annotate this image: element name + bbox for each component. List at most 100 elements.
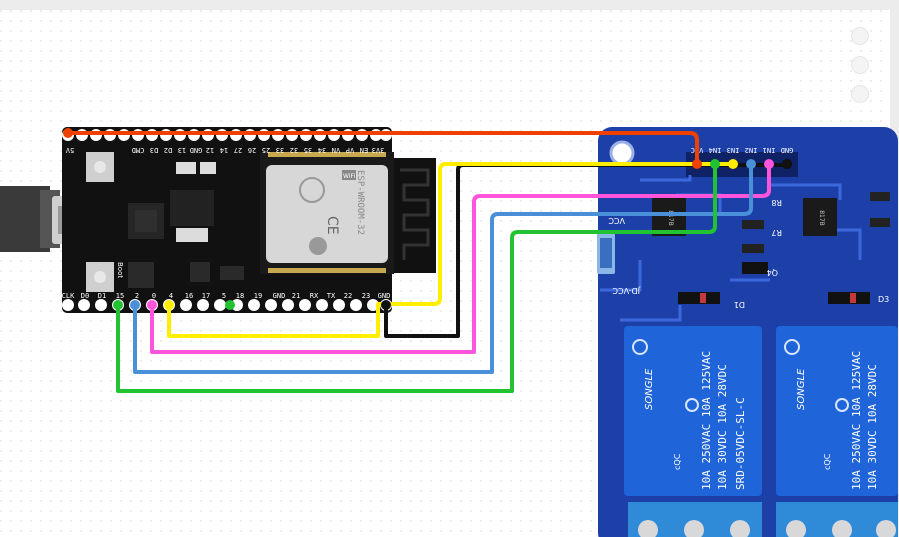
esp-bottom-pin-label: 22 [344,292,352,300]
esp-top-pin-label: 27 [234,146,242,154]
esp-top-pin-label: D3 [150,146,158,154]
wifi-logo: WiFi [343,173,355,180]
wire-in1[interactable] [167,162,735,338]
diode-1 [678,292,720,304]
esp-bottom-pin-label: CLK [62,292,75,300]
esp-top-pin-label: 5V [65,146,74,154]
esp-shield-can [266,165,388,263]
esp-top-pin-label: 3V3 [372,146,385,154]
esp32-devkit[interactable]: ESP-WROOM-32 WiFi CE Boot [0,127,436,313]
esp-top-pin-label: 34 [318,146,326,154]
wire-in4[interactable] [116,162,717,393]
relay-pin-label-in4: IN4 [709,146,722,154]
mount-hole [609,140,635,166]
esp-top-pin-label: CMD [132,146,145,154]
esp-top-pin-label: 25 [262,146,270,154]
resistor-r7 [742,244,764,253]
esp-top-pin-label: VP [346,146,354,154]
voltage-regulator [170,190,214,226]
wire-endpoint[interactable] [746,159,756,169]
label-r7: R7 [771,228,782,237]
esp-bottom-pin-label: 18 [236,292,244,300]
esp-bottom-pin-label: 23 [362,292,370,300]
esp-bottom-pin-label: RX [310,292,319,300]
wire-endpoint[interactable] [164,300,174,310]
wire-endpoint[interactable] [130,300,140,310]
wire-endpoint[interactable] [710,159,720,169]
wire-endpoint[interactable] [63,128,73,138]
wire-in3[interactable] [133,162,753,374]
esp-bottom-pin-label: 5 [222,292,226,300]
esp-bottom-pin-label: GND [273,292,286,300]
module-label: ESP-WROOM-32 [355,170,365,235]
esp-top-pin-label: EN [360,146,368,154]
en-button[interactable] [86,152,114,182]
relay-1-brand: SONGLE [644,368,655,410]
relay-1-rating-1: 10A 250VAC 10A 125VAC [700,351,713,490]
esp-bottom-pin-label: 0 [152,292,156,300]
esp-bottom-pin-label: D0 [81,292,89,300]
esp-top-pin-label: 32 [290,146,298,154]
relay-1-rating-2: 10A 30VDC 10A 28VDC [716,364,729,490]
canvas-tools [851,27,869,114]
esp-bottom-pin-label: 19 [254,292,262,300]
label-r8: R8 [771,198,782,207]
wire-endpoint[interactable] [381,300,391,310]
wire-endpoint[interactable] [147,300,157,310]
esp-bottom-pin-label: D1 [98,292,106,300]
zoom-out-icon[interactable] [851,56,869,74]
opto-label-2: 817B [818,210,825,226]
esp-bottom-pin-label: GND [378,292,391,300]
relay-1-model: SRD-05VDC-SL-C [734,397,747,490]
optocoupler-1 [652,198,686,236]
label-d1: D1 [734,300,745,309]
relay-pin-label-in1: IN1 [763,146,776,154]
relay-2: SONGLE 10A 250VAC 10A 125VAC 10A 30VDC 1… [776,326,898,496]
esp-top-pin-label: VN [332,146,340,154]
esp-bottom-pin-label: 2 [135,292,139,300]
esp-top-pin-label: GND [190,146,203,154]
esp-bottom-pin-label: 16 [185,292,193,300]
relay-pin-label-in3: IN3 [727,146,740,154]
zoom-in-icon[interactable] [851,27,869,45]
esp-bottom-pin-label: 4 [169,292,173,300]
esp-top-pin-label: 12 [206,146,214,154]
opto-label: 817B [667,210,674,226]
wire-endpoint[interactable] [113,300,123,310]
esp-bottom-pin-label: 17 [202,292,210,300]
diode-2 [828,292,870,304]
wire-endpoint[interactable] [225,300,235,310]
label-d3: D3 [878,295,889,304]
wire-vcc[interactable] [66,131,699,166]
boot-button[interactable] [86,262,114,292]
relay-2-rating-1: 10A 250VAC 10A 125VAC [850,351,863,490]
wire-endpoint[interactable] [764,159,774,169]
transistor-q4 [742,262,768,274]
label-q4: Q4 [767,268,778,277]
relay-2-rating-2: 10A 30VDC 10A 28VDC [866,364,879,490]
esp-bottom-pin-label: 15 [116,292,124,300]
ce-mark: CE [324,216,340,235]
esp-top-pin-label: 35 [304,146,312,154]
relay-2-cert: cQC [823,453,832,470]
esp-top-pin-label: 26 [248,146,256,154]
relay-pin-label-gnd: GND [781,146,794,154]
terminal-blocks [628,502,898,537]
wire-endpoint[interactable] [782,159,792,169]
jd-vcc-label: JD-VCC [612,286,641,295]
resistor-r8 [742,220,764,229]
fit-view-icon[interactable] [851,85,869,103]
optocoupler-2 [803,198,837,236]
esp-top-pin-label: 13 [178,146,186,154]
relay-1: SONGLE 10A 250VAC 10A 125VAC 10A 30VDC 1… [624,326,762,496]
relay-module[interactable]: VCC IN4 IN3 IN2 IN1 GND 817B 817B R8 R7 [597,127,898,537]
boot-label: Boot [116,262,124,278]
wire-endpoint[interactable] [692,159,702,169]
relay-1-cert: cQC [673,453,682,470]
wire-endpoint[interactable] [728,159,738,169]
wire-in2[interactable] [150,162,771,354]
relay-pin-label-in2: IN2 [745,146,758,154]
esp-top-pin-label: D2 [164,146,172,154]
esp-top-pin-label: 33 [276,146,284,154]
